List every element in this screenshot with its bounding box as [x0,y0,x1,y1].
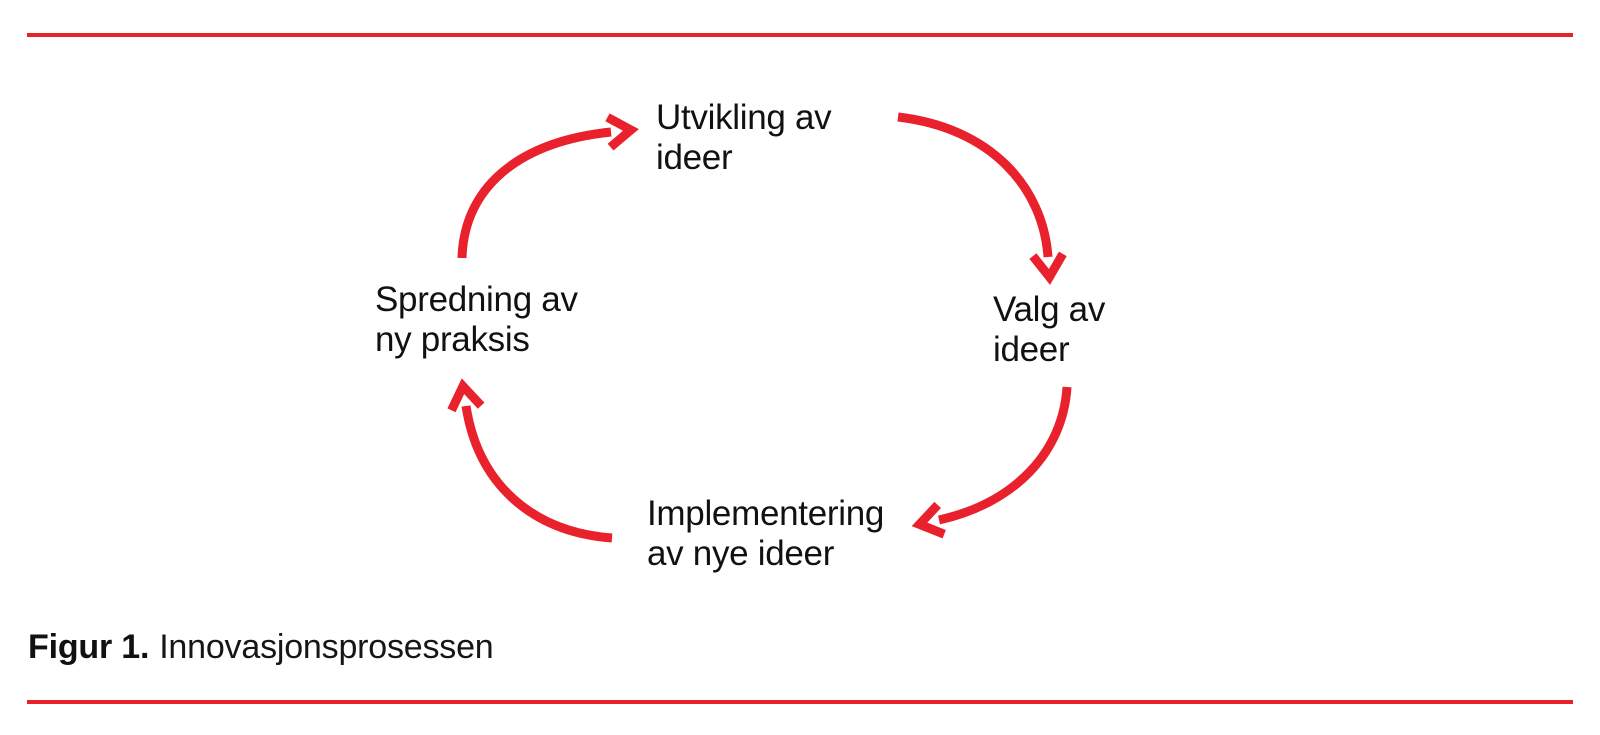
stage-spredning-av-ny-praksis: Spredning av ny praksis [375,280,578,360]
arrow-utvikling-to-valg-icon [897,112,1067,285]
stage-implementering-av-nye-ideer: Implementering av nye ideer [647,494,884,574]
arrow-spredning-to-utvikling-icon [457,113,639,259]
stage-utvikling-av-ideer: Utvikling av ideer [656,98,832,178]
stage-label-line: Valg av [993,290,1106,329]
stage-label-line: Spredning av [375,280,578,319]
arrow-valg-to-implementering-icon [911,386,1072,539]
stage-label-line: Implementering [647,494,885,533]
stage-label-line: av nye ideer [647,534,835,573]
figure-caption-text: Innovasjonsprosessen [159,628,494,666]
arrow-implementering-to-spredning-icon [447,378,613,543]
stage-label-line: ideer [656,138,733,177]
stage-valg-av-ideer: Valg av ideer [993,290,1105,370]
stage-label-line: ny praksis [375,320,530,359]
stage-label-line: Utvikling av [656,98,832,137]
bottom-red-rule [27,700,1573,704]
figure-caption: Figur 1.Innovasjonsprosessen [28,627,494,667]
top-red-rule [27,33,1573,37]
stage-label-line: ideer [993,330,1070,369]
figure-caption-label: Figur 1. [28,628,150,666]
